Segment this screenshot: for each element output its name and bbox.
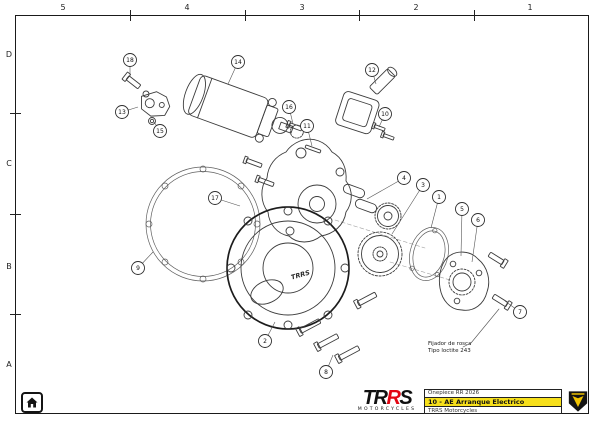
svg-text:16: 16 xyxy=(285,104,293,111)
explosion-axis-line xyxy=(334,219,426,249)
bolt-7a xyxy=(487,252,509,269)
bolt-8a xyxy=(295,318,321,337)
callout-7[interactable]: 7 xyxy=(504,300,527,319)
brand-logo: TRRS MOTORCYCLES xyxy=(352,387,422,413)
svg-text:13: 13 xyxy=(118,109,126,116)
note-line-1: Fijador de rosca xyxy=(428,341,471,347)
callout-2[interactable]: 2 xyxy=(258,321,276,348)
callout-12[interactable]: 12 xyxy=(365,63,379,85)
callout-11[interactable]: 11 xyxy=(300,119,314,147)
trrs-shield-logo xyxy=(568,391,588,412)
callout-9[interactable]: 9 xyxy=(131,251,154,275)
svg-text:10: 10 xyxy=(381,111,389,118)
brand-wordmark: TRRS xyxy=(362,387,413,409)
callout-3[interactable]: 3 xyxy=(391,178,430,235)
frame-tick xyxy=(130,10,131,21)
home-icon xyxy=(26,397,38,408)
svg-text:6: 6 xyxy=(476,217,480,224)
svg-text:5: 5 xyxy=(460,206,464,213)
idler-shaft-4a xyxy=(342,183,366,199)
starter-cover-plate-5 xyxy=(438,251,490,311)
stud-17b xyxy=(254,174,275,187)
callout-17[interactable]: 17 xyxy=(208,191,241,207)
callout-5[interactable]: 5 xyxy=(455,202,469,257)
svg-text:12: 12 xyxy=(368,67,376,74)
callout-18[interactable]: 18 xyxy=(123,53,137,76)
svg-text:17: 17 xyxy=(211,195,219,202)
small-gasket-1 xyxy=(409,227,449,281)
svg-text:11: 11 xyxy=(303,123,311,130)
svg-text:7: 7 xyxy=(518,309,522,316)
callout-13[interactable]: 13 xyxy=(115,105,139,119)
grid-row-label: C xyxy=(6,159,12,168)
callout-14[interactable]: 14 xyxy=(227,55,245,85)
frame-tick xyxy=(10,214,21,215)
stud-11 xyxy=(304,144,322,154)
svg-text:1: 1 xyxy=(437,194,441,201)
nut-15 xyxy=(148,117,156,125)
svg-text:15: 15 xyxy=(156,128,164,135)
grid-col-label: 5 xyxy=(60,3,66,12)
large-gasket-9 xyxy=(145,165,261,283)
grid-col-label: 3 xyxy=(299,3,305,12)
starter-relay-12 xyxy=(335,91,380,135)
starter-idler-gear-small-3 xyxy=(374,202,402,230)
callout-10[interactable]: 10 xyxy=(378,107,392,128)
frame-tick xyxy=(359,10,360,21)
relay-bolt-10b xyxy=(380,130,395,141)
frame-tick xyxy=(10,113,21,114)
svg-text:9: 9 xyxy=(136,265,140,272)
grid-row-label: B xyxy=(6,262,12,271)
callout-15[interactable]: 15 xyxy=(153,121,167,138)
bolt-8b xyxy=(313,333,339,352)
grid-col-label: 1 xyxy=(527,3,533,12)
titleblock-section: 10 - AE Arranque Electrico xyxy=(425,397,561,407)
grid-col-label: 2 xyxy=(413,3,419,12)
titleblock-model: Onepiece RR 2026 xyxy=(428,390,480,396)
callout-8[interactable]: 8 xyxy=(319,354,334,379)
svg-text:8: 8 xyxy=(324,369,328,376)
frame-tick xyxy=(474,10,475,21)
svg-text:18: 18 xyxy=(126,57,134,64)
bolt-18 xyxy=(121,71,141,89)
starter-motor-14 xyxy=(182,73,304,143)
frame-tick xyxy=(10,314,21,315)
callout-4[interactable]: 4 xyxy=(366,171,411,200)
mounting-bracket-13 xyxy=(141,91,171,117)
stud-17a xyxy=(242,155,263,168)
callout-6[interactable]: 6 xyxy=(471,213,485,263)
svg-text:2: 2 xyxy=(263,338,267,345)
explosion-axis-line xyxy=(389,261,451,281)
svg-text:4: 4 xyxy=(402,175,406,182)
callout-16[interactable]: 16 xyxy=(282,100,296,125)
brand-subtitle: MOTORCYCLES xyxy=(357,407,417,412)
bolt-7b xyxy=(491,294,513,311)
frame-tick xyxy=(245,10,246,21)
callout-1[interactable]: 1 xyxy=(430,190,446,229)
svg-text:3: 3 xyxy=(421,182,425,189)
svg-text:14: 14 xyxy=(234,59,242,66)
home-button[interactable] xyxy=(21,392,43,413)
title-block: Onepiece RR 2026 10 - AE Arranque Electr… xyxy=(424,389,562,414)
note-line-2: Tipo loctite 243 xyxy=(427,348,471,354)
bolt-8c xyxy=(334,345,360,364)
starter-idler-gear-large-3 xyxy=(357,231,403,277)
grid-col-label: 4 xyxy=(184,3,190,12)
relay-plunger xyxy=(369,66,398,95)
titleblock-company: TRRS Motorcycles xyxy=(428,408,478,414)
intermediate-housing xyxy=(261,138,352,243)
grid-row-label: A xyxy=(6,360,12,369)
idler-shaft-4b xyxy=(354,198,378,214)
bolt-6 xyxy=(353,292,378,310)
relay-bolt-10a xyxy=(371,121,386,132)
note-leader-line xyxy=(462,308,500,348)
grid-row-label: D xyxy=(5,50,13,59)
